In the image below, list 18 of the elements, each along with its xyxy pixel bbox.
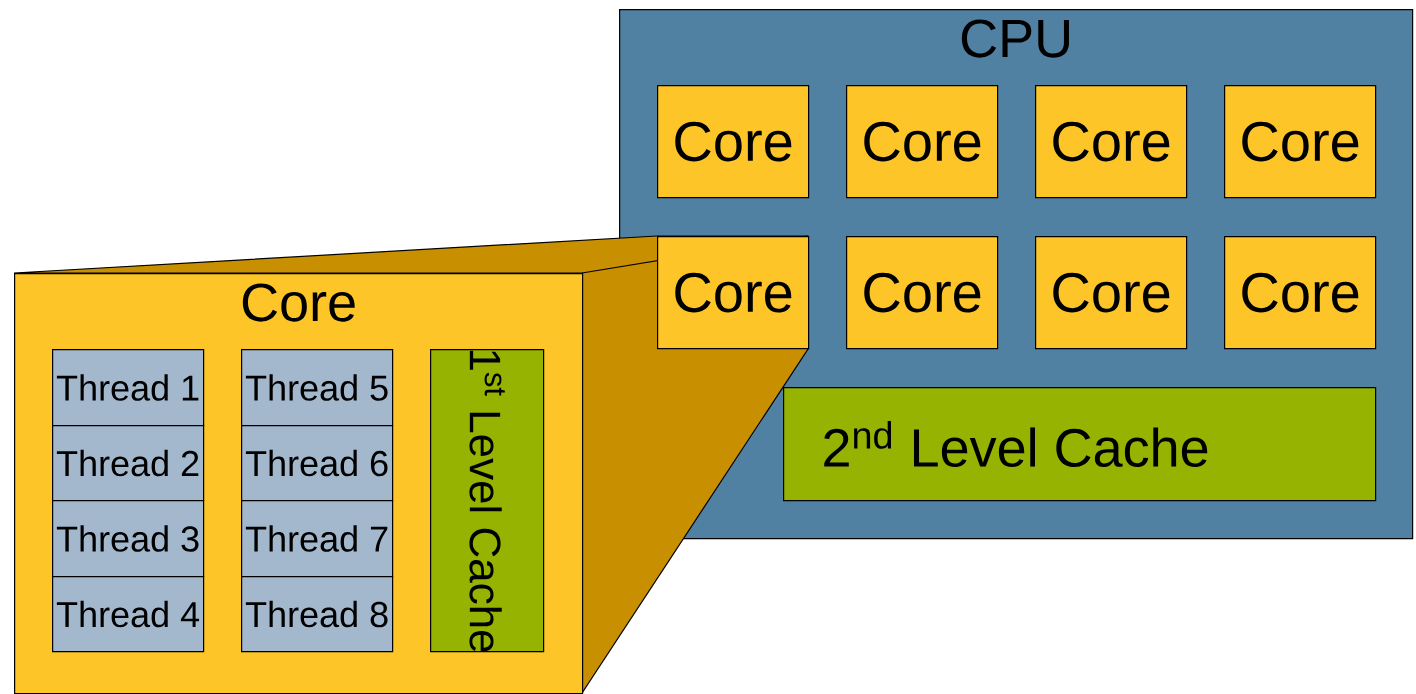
thread-box: Thread 5 [241, 349, 394, 427]
core-box: Core [1035, 85, 1188, 199]
core-box: Core [657, 85, 810, 199]
thread-box: Thread 6 [241, 425, 394, 502]
thread-box: Thread 7 [241, 500, 394, 578]
thread-box: Thread 3 [52, 500, 205, 578]
thread-box: Thread 8 [241, 576, 394, 653]
core-box: Core [657, 236, 810, 350]
core-box: Core [846, 85, 999, 199]
thread-box: Thread 2 [52, 425, 205, 502]
thread-box: Thread 1 [52, 349, 205, 427]
thread-box: Thread 4 [52, 576, 205, 653]
core-box: Core [846, 236, 999, 350]
core-box: Core [1224, 85, 1377, 199]
cache-bar: 1$^{st}$ Level Cache [430, 349, 545, 653]
core-box: Core [1224, 236, 1377, 350]
core-box: Core [1035, 236, 1188, 350]
cache-bar: 2$^{nd}$ Level Cache [783, 387, 1377, 502]
